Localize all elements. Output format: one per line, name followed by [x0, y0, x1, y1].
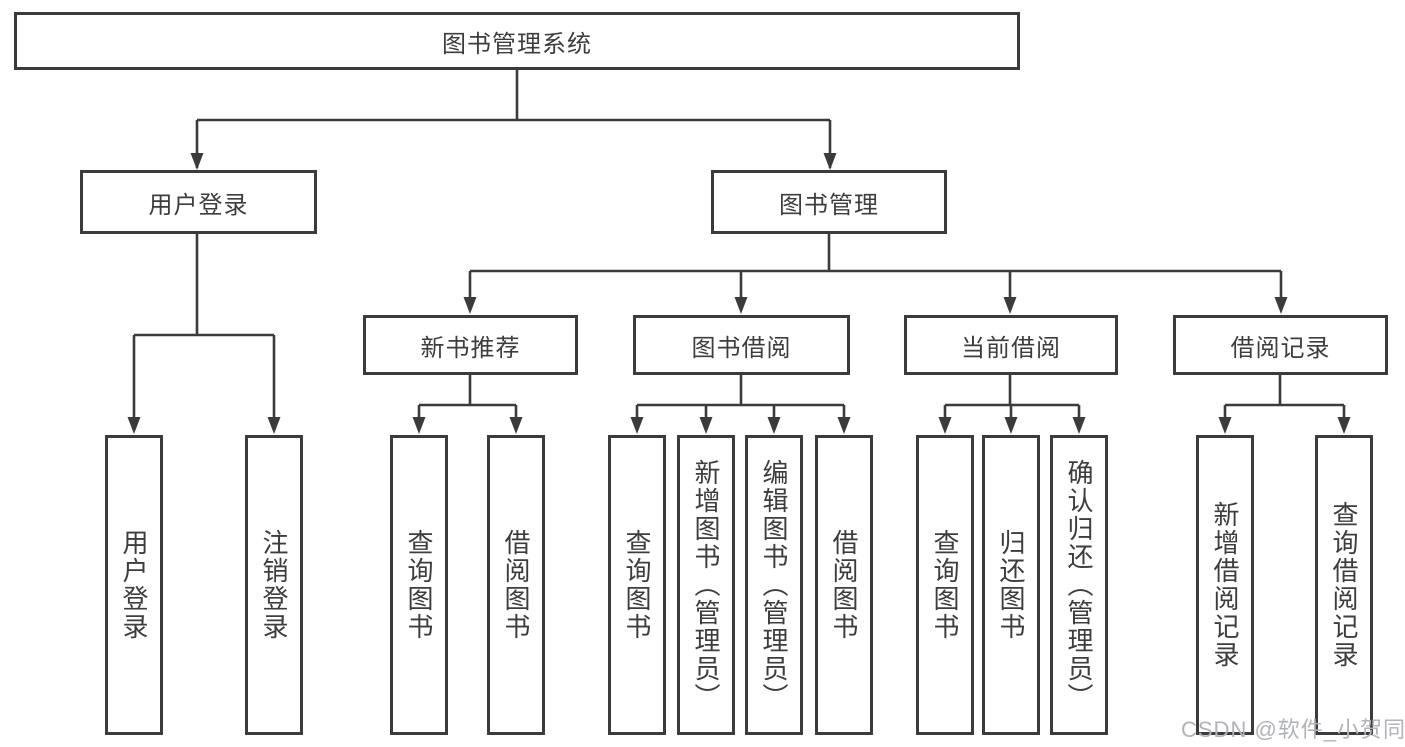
leaf-confirm-return-admin: 确认归还（管理员）	[1050, 435, 1108, 735]
leaf-add-borrow-record: 新增借阅记录	[1196, 435, 1254, 735]
leaf-query-books-borrowing: 查询图书	[608, 435, 666, 735]
leaf-borrow-books-borrowing: 借阅图书	[815, 435, 873, 735]
leaf-query-borrow-record: 查询借阅记录	[1315, 435, 1373, 735]
node-book-management: 图书管理	[711, 170, 947, 234]
leaf-return-books: 归还图书	[982, 435, 1040, 735]
node-current-borrowing: 当前借阅	[904, 315, 1118, 375]
leaf-borrow-books: 借阅图书	[487, 435, 545, 735]
node-book-borrowing: 图书借阅	[633, 315, 850, 375]
connector-segments	[132, 68, 1346, 430]
node-borrowing-records: 借阅记录	[1173, 315, 1388, 375]
node-user-login: 用户登录	[80, 170, 317, 234]
csdn-watermark: CSDN @软件_小贺同学	[1181, 717, 1405, 742]
node-root-system: 图书管理系统	[14, 12, 1020, 70]
leaf-logout: 注销登录	[245, 435, 303, 735]
leaf-query-books-current: 查询图书	[916, 435, 974, 735]
leaf-query-books: 查询图书	[390, 435, 448, 735]
leaf-user-login: 用户登录	[105, 435, 163, 735]
leaf-add-books-admin: 新增图书（管理员）	[677, 435, 735, 735]
leaf-edit-books-admin: 编辑图书（管理员）	[745, 435, 803, 735]
node-new-book-recommend: 新书推荐	[363, 315, 578, 375]
